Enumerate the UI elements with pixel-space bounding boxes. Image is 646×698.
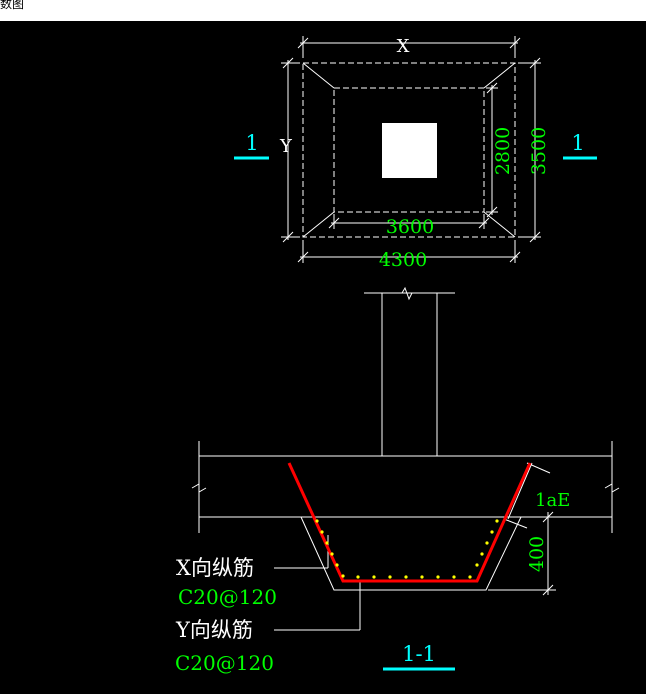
break-symbol — [191, 483, 207, 493]
dim-text-3600: 3600 — [386, 216, 434, 238]
rebar-dot — [495, 519, 499, 523]
rebar-dot — [420, 575, 424, 579]
rebar-dot — [480, 552, 484, 556]
break-symbol — [401, 286, 413, 301]
section-title: 1-1 — [402, 642, 436, 666]
window-title: 数图 — [0, 0, 25, 11]
section-mark-label: 1 — [571, 131, 584, 155]
dim-text-4300: 4300 — [379, 249, 427, 271]
dim-tick — [328, 217, 340, 229]
dim-tick — [297, 37, 309, 49]
rebar-dot — [404, 575, 408, 579]
rebar-dot — [315, 519, 319, 523]
x-rebar-label: X向纵筋 — [176, 556, 254, 580]
plan-outer-outline — [302, 62, 516, 238]
rebar-dot — [436, 575, 440, 579]
dim-tick — [297, 251, 309, 263]
section-mark-right: 1 — [563, 131, 597, 160]
rebar-dot — [452, 575, 456, 579]
rebar-dot — [356, 575, 360, 579]
rebar-dot — [468, 575, 472, 579]
cad-drawing: X Y 3600 4300 2800 3500 1 1 — [0, 21, 646, 694]
x-rebar-spec: C20@120 — [178, 585, 277, 609]
plan-x-label: X — [397, 36, 410, 57]
rebar-dots — [315, 519, 499, 579]
canvas-background — [0, 21, 646, 694]
rebar-dot — [335, 563, 339, 567]
plan-slope-line — [483, 211, 516, 238]
dim-tick — [282, 231, 294, 243]
dim-tick — [529, 57, 541, 69]
dim-tick — [486, 82, 498, 94]
plan-slope-line — [483, 62, 516, 89]
y-rebar-label: Y向纵筋 — [175, 618, 253, 642]
lae-extension — [503, 518, 528, 529]
section-mark-left: 1 — [234, 131, 269, 160]
rebar-dot — [330, 552, 334, 556]
dim-text-2800: 2800 — [492, 127, 514, 175]
plan-view — [281, 36, 541, 263]
dim-tick — [542, 584, 554, 596]
rebar-dot — [320, 530, 324, 534]
plan-slope-line — [302, 211, 335, 238]
title-bar: 数图 — [0, 0, 646, 21]
rebar-dot — [372, 575, 376, 579]
rebar-dot — [341, 574, 345, 578]
lae-label: 1aE — [535, 490, 570, 511]
dim-text-3500: 3500 — [528, 127, 550, 175]
pit-outline — [300, 516, 522, 591]
dim-text-400: 400 — [526, 536, 548, 572]
section-view — [191, 286, 620, 671]
plan-inner-outline — [333, 87, 485, 213]
dim-tick — [529, 231, 541, 243]
plan-slope-line — [302, 62, 335, 89]
dim-tick — [282, 57, 294, 69]
plan-y-label: Y — [279, 136, 293, 157]
rebar-dot — [475, 563, 479, 567]
rebar-dot — [388, 575, 392, 579]
lae-dim-line — [507, 462, 533, 520]
dim-tick — [542, 511, 554, 523]
break-symbol — [604, 483, 620, 493]
y-rebar-spec: C20@120 — [175, 651, 274, 675]
dim-tick — [478, 217, 490, 229]
plan-column — [382, 123, 437, 178]
rebar-dot — [490, 530, 494, 534]
section-mark-label: 1 — [245, 131, 258, 155]
dim-tick — [486, 206, 498, 218]
dim-tick — [509, 37, 521, 49]
rebar-dot — [485, 541, 489, 545]
dim-tick — [509, 251, 521, 263]
drawing-canvas[interactable]: X Y 3600 4300 2800 3500 1 1 — [0, 21, 646, 694]
rebar-dot — [325, 541, 329, 545]
